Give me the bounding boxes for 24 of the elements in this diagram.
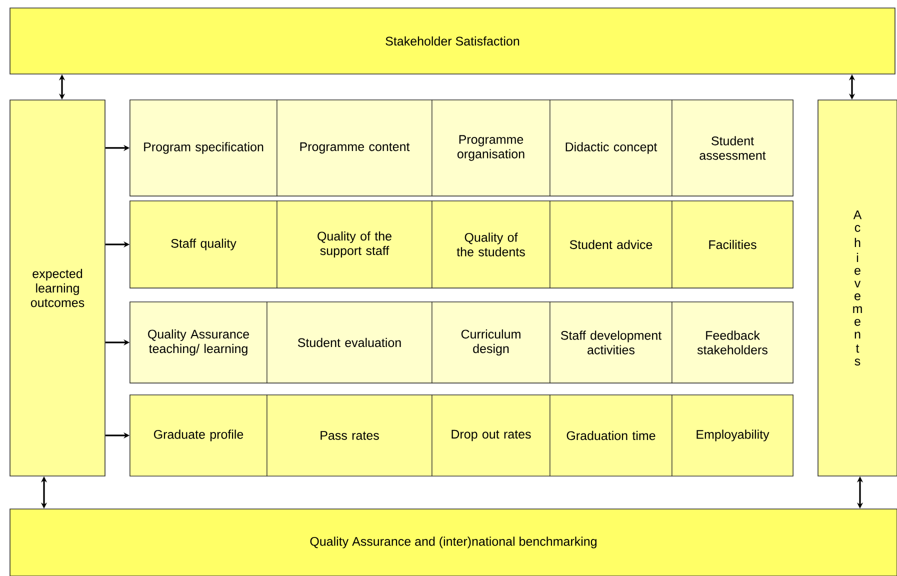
grid-cell: Programme organisation xyxy=(432,100,550,196)
grid-cell: Staff development activities xyxy=(550,302,672,384)
grid-cell: Program specification xyxy=(130,100,278,196)
grid-cell: Curriculum design xyxy=(432,302,550,384)
header-band: Stakeholder Satisfaction xyxy=(10,8,896,74)
grid-cell: Quality Assurance teaching/ learning xyxy=(130,302,268,384)
grid-cell: Quality of the students xyxy=(432,200,550,288)
grid-cell: Graduation time xyxy=(550,394,672,476)
grid-cell: Feedback stakeholders xyxy=(672,302,794,384)
grid-cell: Staff quality xyxy=(130,200,278,288)
grid-cell: Student advice xyxy=(550,200,672,288)
grid-cell: Graduate profile xyxy=(130,394,268,476)
grid-cell: Quality of the support staff xyxy=(276,200,432,288)
grid-cell: Student evaluation xyxy=(266,302,432,384)
footer-band: Quality Assurance and (inter)national benchmarking xyxy=(10,508,897,576)
side-column: Achievements xyxy=(818,100,897,476)
grid-cell: Facilities xyxy=(672,200,794,288)
grid-cell: Student assessment xyxy=(672,100,794,196)
side-column: expected learning outcomes xyxy=(10,100,106,476)
grid-cell: Pass rates xyxy=(266,394,432,476)
grid-cell: Drop out rates xyxy=(432,394,550,476)
grid-cell: Didactic concept xyxy=(550,100,672,196)
grid-cell: Programme content xyxy=(276,100,432,196)
grid-cell: Employability xyxy=(672,394,794,476)
